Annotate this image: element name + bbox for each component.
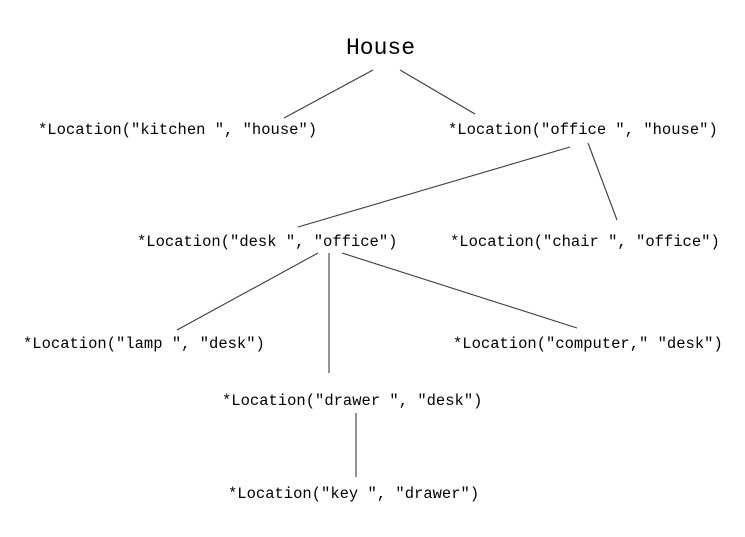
node-desk: *Location("desk ", "office")	[137, 233, 398, 251]
node-house-root: House	[346, 35, 416, 61]
node-kitchen: *Location("kitchen ", "house")	[38, 121, 318, 139]
node-key: *Location("key ", "drawer")	[228, 485, 480, 503]
edge-house-kitchen	[283, 69, 374, 119]
edge-office-chair	[587, 142, 618, 221]
node-drawer: *Location("drawer ", "desk")	[222, 392, 483, 410]
edge-office-desk	[297, 146, 571, 228]
edge-house-office	[399, 69, 476, 115]
edge-desk-lamp	[176, 252, 319, 331]
node-computer: *Location("computer," "desk")	[453, 335, 723, 353]
node-chair: *Location("chair ", "office")	[450, 233, 720, 251]
node-lamp: *Location("lamp ", "desk")	[23, 335, 265, 353]
node-office: *Location("office ", "house")	[448, 121, 718, 139]
edge-desk-computer	[341, 252, 578, 329]
